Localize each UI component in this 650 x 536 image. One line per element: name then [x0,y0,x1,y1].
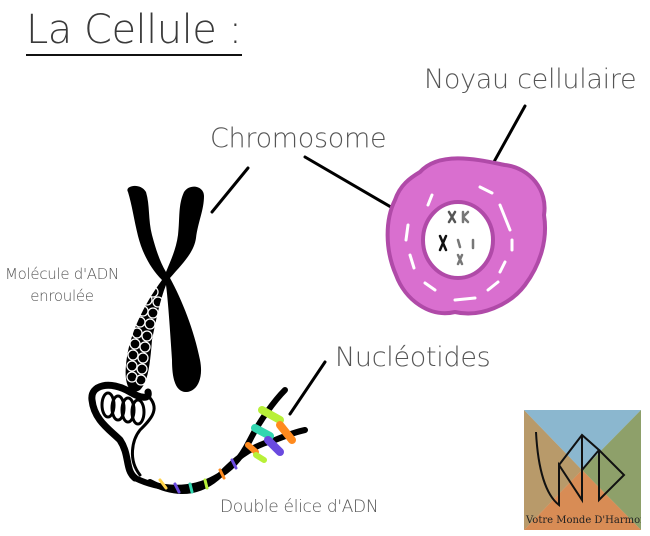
vmd-monogram-icon [524,410,641,530]
nucleotides-pointer-line [288,360,327,416]
coiled-dna-label: Molécule d'ADN enroulée [5,263,119,307]
chromosome-icon [125,185,204,392]
cell-icon [385,156,547,316]
double-helix-label: Double élice d'ADN [220,497,379,517]
nucleotides-label: Nucléotides [335,342,491,373]
logo-text: Votre Monde D'Harmonie [526,515,641,526]
coiled-dna-label-line1: Molécule d'ADN [5,265,119,283]
chromosome-pointer-line-left [210,166,250,214]
nucleotides-icon [158,406,296,494]
page-title: La Cellule : [26,8,242,56]
nucleus-label: Noyau cellulaire [424,64,637,95]
coiled-dna-label-line2: enroulée [30,287,94,305]
logo: Votre Monde D'Harmonie [524,410,641,530]
chromosome-label: Chromosome [210,123,387,154]
mini-chromosomes [438,210,475,266]
